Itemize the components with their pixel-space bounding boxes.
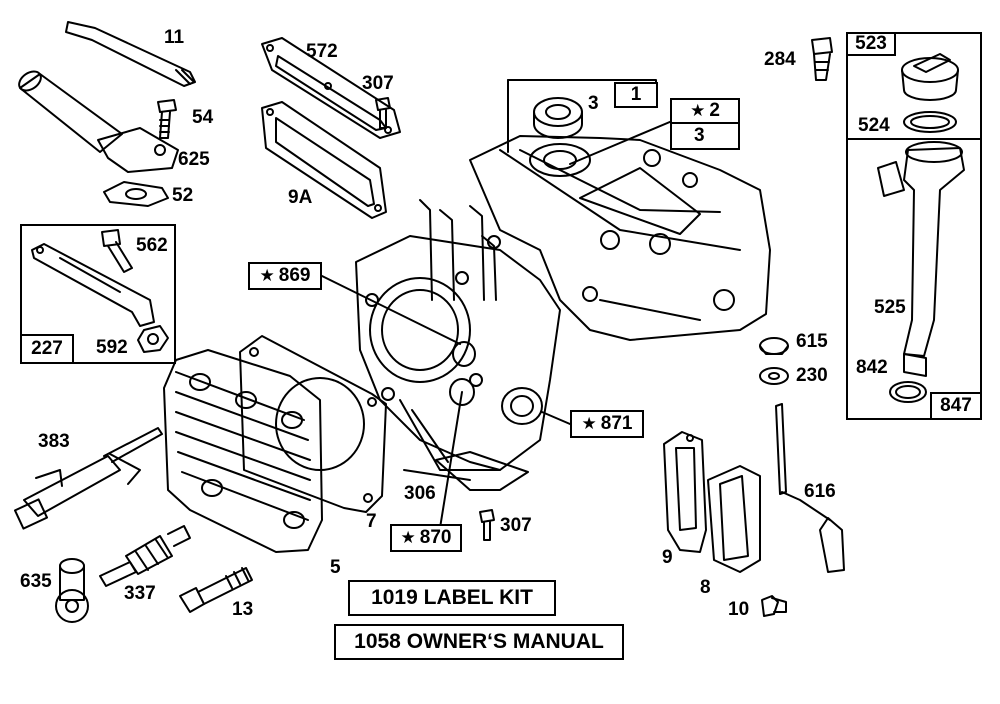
- label-847: 847: [940, 395, 972, 416]
- part-337-spark-plug: [99, 525, 191, 587]
- label-8: 8: [700, 577, 711, 598]
- part-5-cylinder-head: [163, 349, 323, 553]
- part-54-bolt: [157, 99, 177, 139]
- label-525: 525: [874, 297, 906, 318]
- part-635-boot: [55, 558, 89, 623]
- box-227: 227: [20, 334, 74, 364]
- label-625: 625: [178, 149, 210, 170]
- label-10: 10: [728, 599, 750, 620]
- label-284: 284: [764, 49, 796, 70]
- owners-manual-text: 1058 OWNER‘S MANUAL: [354, 630, 604, 653]
- part-307-screw-bottom: [479, 509, 495, 541]
- part-615-bushing: [759, 337, 789, 355]
- part-52-gasket: [103, 181, 169, 207]
- leader-871: [541, 411, 571, 425]
- crankcase-body: [469, 135, 771, 341]
- label-616: 616: [804, 481, 836, 502]
- label-307-bottom: 307: [500, 515, 532, 536]
- label-842: 842: [856, 357, 888, 378]
- box-870: 870: [390, 524, 462, 552]
- part-284-bolt: [811, 37, 833, 81]
- leader-870: [439, 391, 463, 529]
- label-9a: 9A: [288, 187, 313, 208]
- part-10-screw: [761, 595, 787, 617]
- part-13-bolt: [179, 567, 253, 613]
- box-227-frame: [20, 224, 176, 364]
- box-869: 869: [248, 262, 322, 290]
- label-54: 54: [192, 107, 214, 128]
- label-9: 9: [662, 547, 673, 568]
- label-572: 572: [306, 41, 338, 62]
- label-615: 615: [796, 331, 828, 352]
- label-52: 52: [172, 185, 194, 206]
- label-562: 562: [136, 235, 168, 256]
- box-1: 1: [614, 82, 658, 108]
- label-1: 1: [630, 84, 642, 105]
- label-871: 871: [600, 413, 633, 434]
- label-5: 5: [330, 557, 341, 578]
- label-635: 635: [20, 571, 52, 592]
- label-307-top: 307: [362, 73, 394, 94]
- part-3-seal: [533, 97, 583, 139]
- box-847: 847: [930, 392, 982, 420]
- part-8-cover: [707, 465, 761, 573]
- label-227: 227: [31, 338, 63, 359]
- part-306-plate: [435, 451, 529, 491]
- label-383: 383: [38, 431, 70, 452]
- label-592: 592: [96, 337, 128, 358]
- label-2: 2: [709, 100, 720, 121]
- box-owners-manual: 1058 OWNER‘S MANUAL: [334, 624, 624, 660]
- part-9-gasket: [663, 431, 707, 553]
- label-7: 7: [366, 511, 377, 532]
- box-label-kit: 1019 LABEL KIT: [348, 580, 556, 616]
- leader-869: [321, 275, 461, 345]
- part-227-bracket: [31, 243, 155, 327]
- label-870: 870: [419, 527, 452, 548]
- label-11: 11: [164, 27, 185, 48]
- part-307-screw-top: [375, 97, 391, 129]
- box-523-group: [846, 32, 982, 140]
- cylinder-block: [355, 199, 561, 471]
- label-230: 230: [796, 365, 828, 386]
- label-337: 337: [124, 583, 156, 604]
- box-3b: 3: [670, 122, 740, 150]
- part-524-oring: [903, 111, 957, 133]
- part-7-head-gasket: [239, 335, 387, 513]
- label-523: 523: [855, 33, 887, 54]
- part-592-nut: [137, 325, 169, 353]
- part-625-breather: [18, 70, 179, 173]
- label-869: 869: [278, 265, 311, 286]
- part-523-cap: [901, 53, 959, 101]
- leader-306: [403, 469, 471, 481]
- part-842-oring: [889, 353, 927, 403]
- part-616-lever: [775, 403, 845, 573]
- part-525-tube: [877, 141, 965, 357]
- box-523: 523: [846, 32, 896, 56]
- label-13: 13: [232, 599, 254, 620]
- label-524: 524: [858, 115, 890, 136]
- box-871: 871: [570, 410, 644, 438]
- part-230-washer: [759, 367, 789, 385]
- part-9a-gasket: [261, 101, 387, 219]
- label-306: 306: [404, 483, 436, 504]
- label-kit-text: 1019 LABEL KIT: [371, 586, 533, 609]
- part-11-rod: [65, 21, 196, 87]
- label-3a: 3: [588, 93, 599, 114]
- box-2: 2: [670, 98, 740, 124]
- part-383-shutoff: [13, 427, 163, 530]
- part-562-screw: [101, 229, 133, 273]
- label-3b: 3: [694, 125, 705, 146]
